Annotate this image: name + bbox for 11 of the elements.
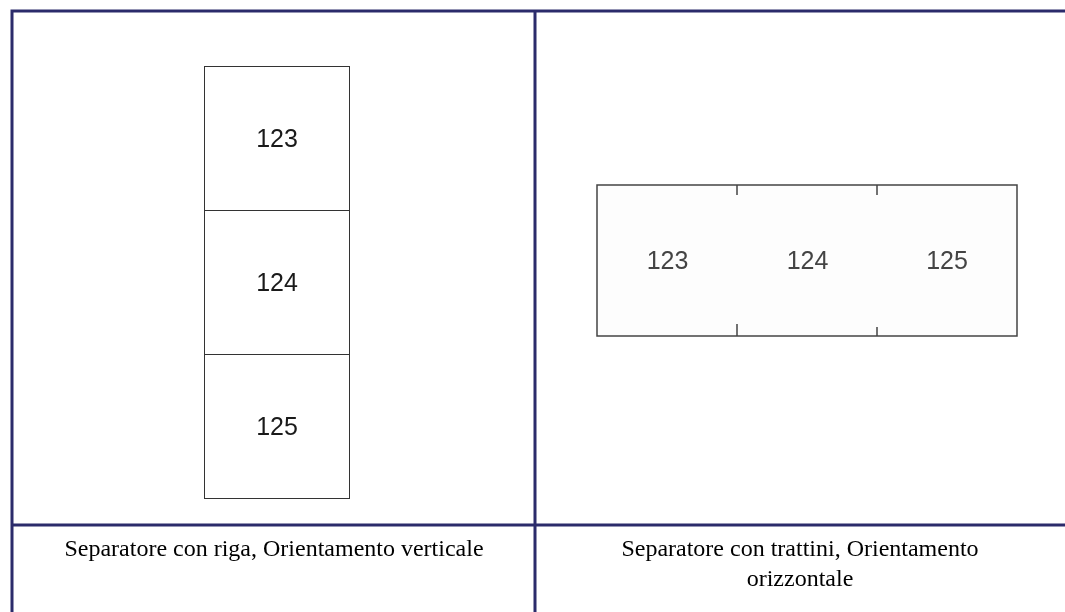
label-number: 124 <box>786 246 829 275</box>
label-number: 125 <box>256 412 298 441</box>
label-number: 123 <box>256 124 298 153</box>
label-number: 124 <box>256 268 298 297</box>
caption-text: Separatore con riga, Orientamento verticale <box>63 534 485 563</box>
label-segment <box>204 354 350 499</box>
caption-text: Separatore con trattini, Orientamento orizzontale <box>620 534 980 593</box>
label-number: 125 <box>926 246 968 275</box>
label-segment <box>204 66 350 211</box>
label-segment <box>204 210 350 355</box>
label-number: 123 <box>646 246 689 275</box>
